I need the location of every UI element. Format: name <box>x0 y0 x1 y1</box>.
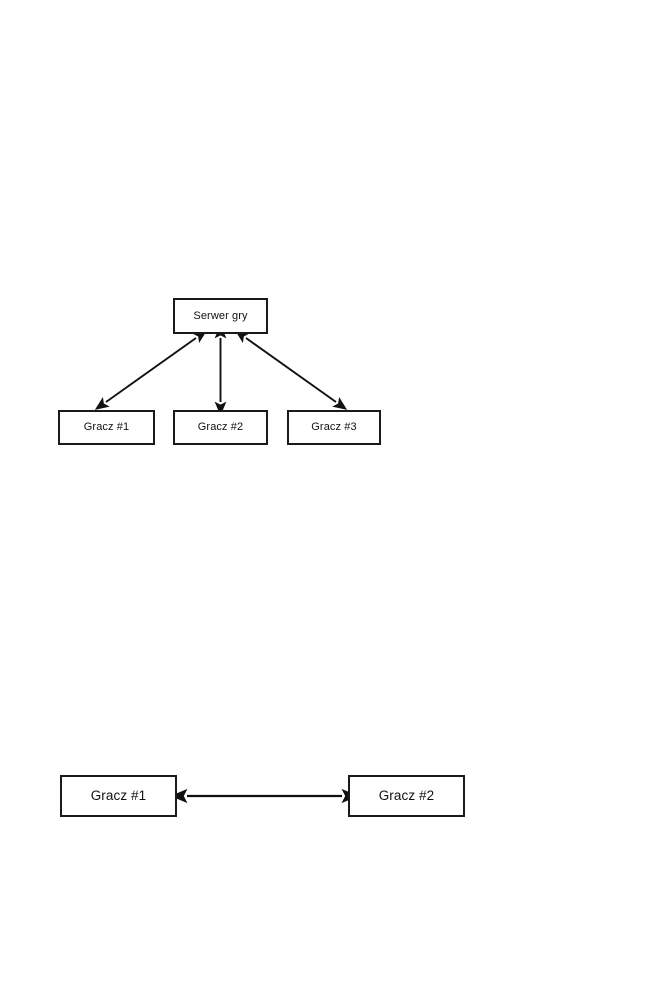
node-p2p-player-1[interactable]: Gracz #1 <box>60 775 177 817</box>
node-p2p-player-2-label: Gracz #2 <box>378 787 435 803</box>
node-player-2-label: Gracz #2 <box>197 421 244 434</box>
node-p2p-player-1-label: Gracz #1 <box>90 787 147 803</box>
node-player-1[interactable]: Gracz #1 <box>58 410 155 445</box>
node-player-3[interactable]: Gracz #3 <box>287 410 381 445</box>
connector-server-player-3 <box>234 330 348 410</box>
node-server[interactable]: Serwer gry <box>173 298 268 334</box>
node-server-label: Serwer gry <box>193 309 248 322</box>
node-player-3-label: Gracz #3 <box>311 421 357 434</box>
node-p2p-player-2[interactable]: Gracz #2 <box>348 775 465 817</box>
node-player-1-label: Gracz #1 <box>83 421 130 434</box>
node-player-2[interactable]: Gracz #2 <box>173 410 268 445</box>
connector-server-player-1 <box>94 330 208 410</box>
